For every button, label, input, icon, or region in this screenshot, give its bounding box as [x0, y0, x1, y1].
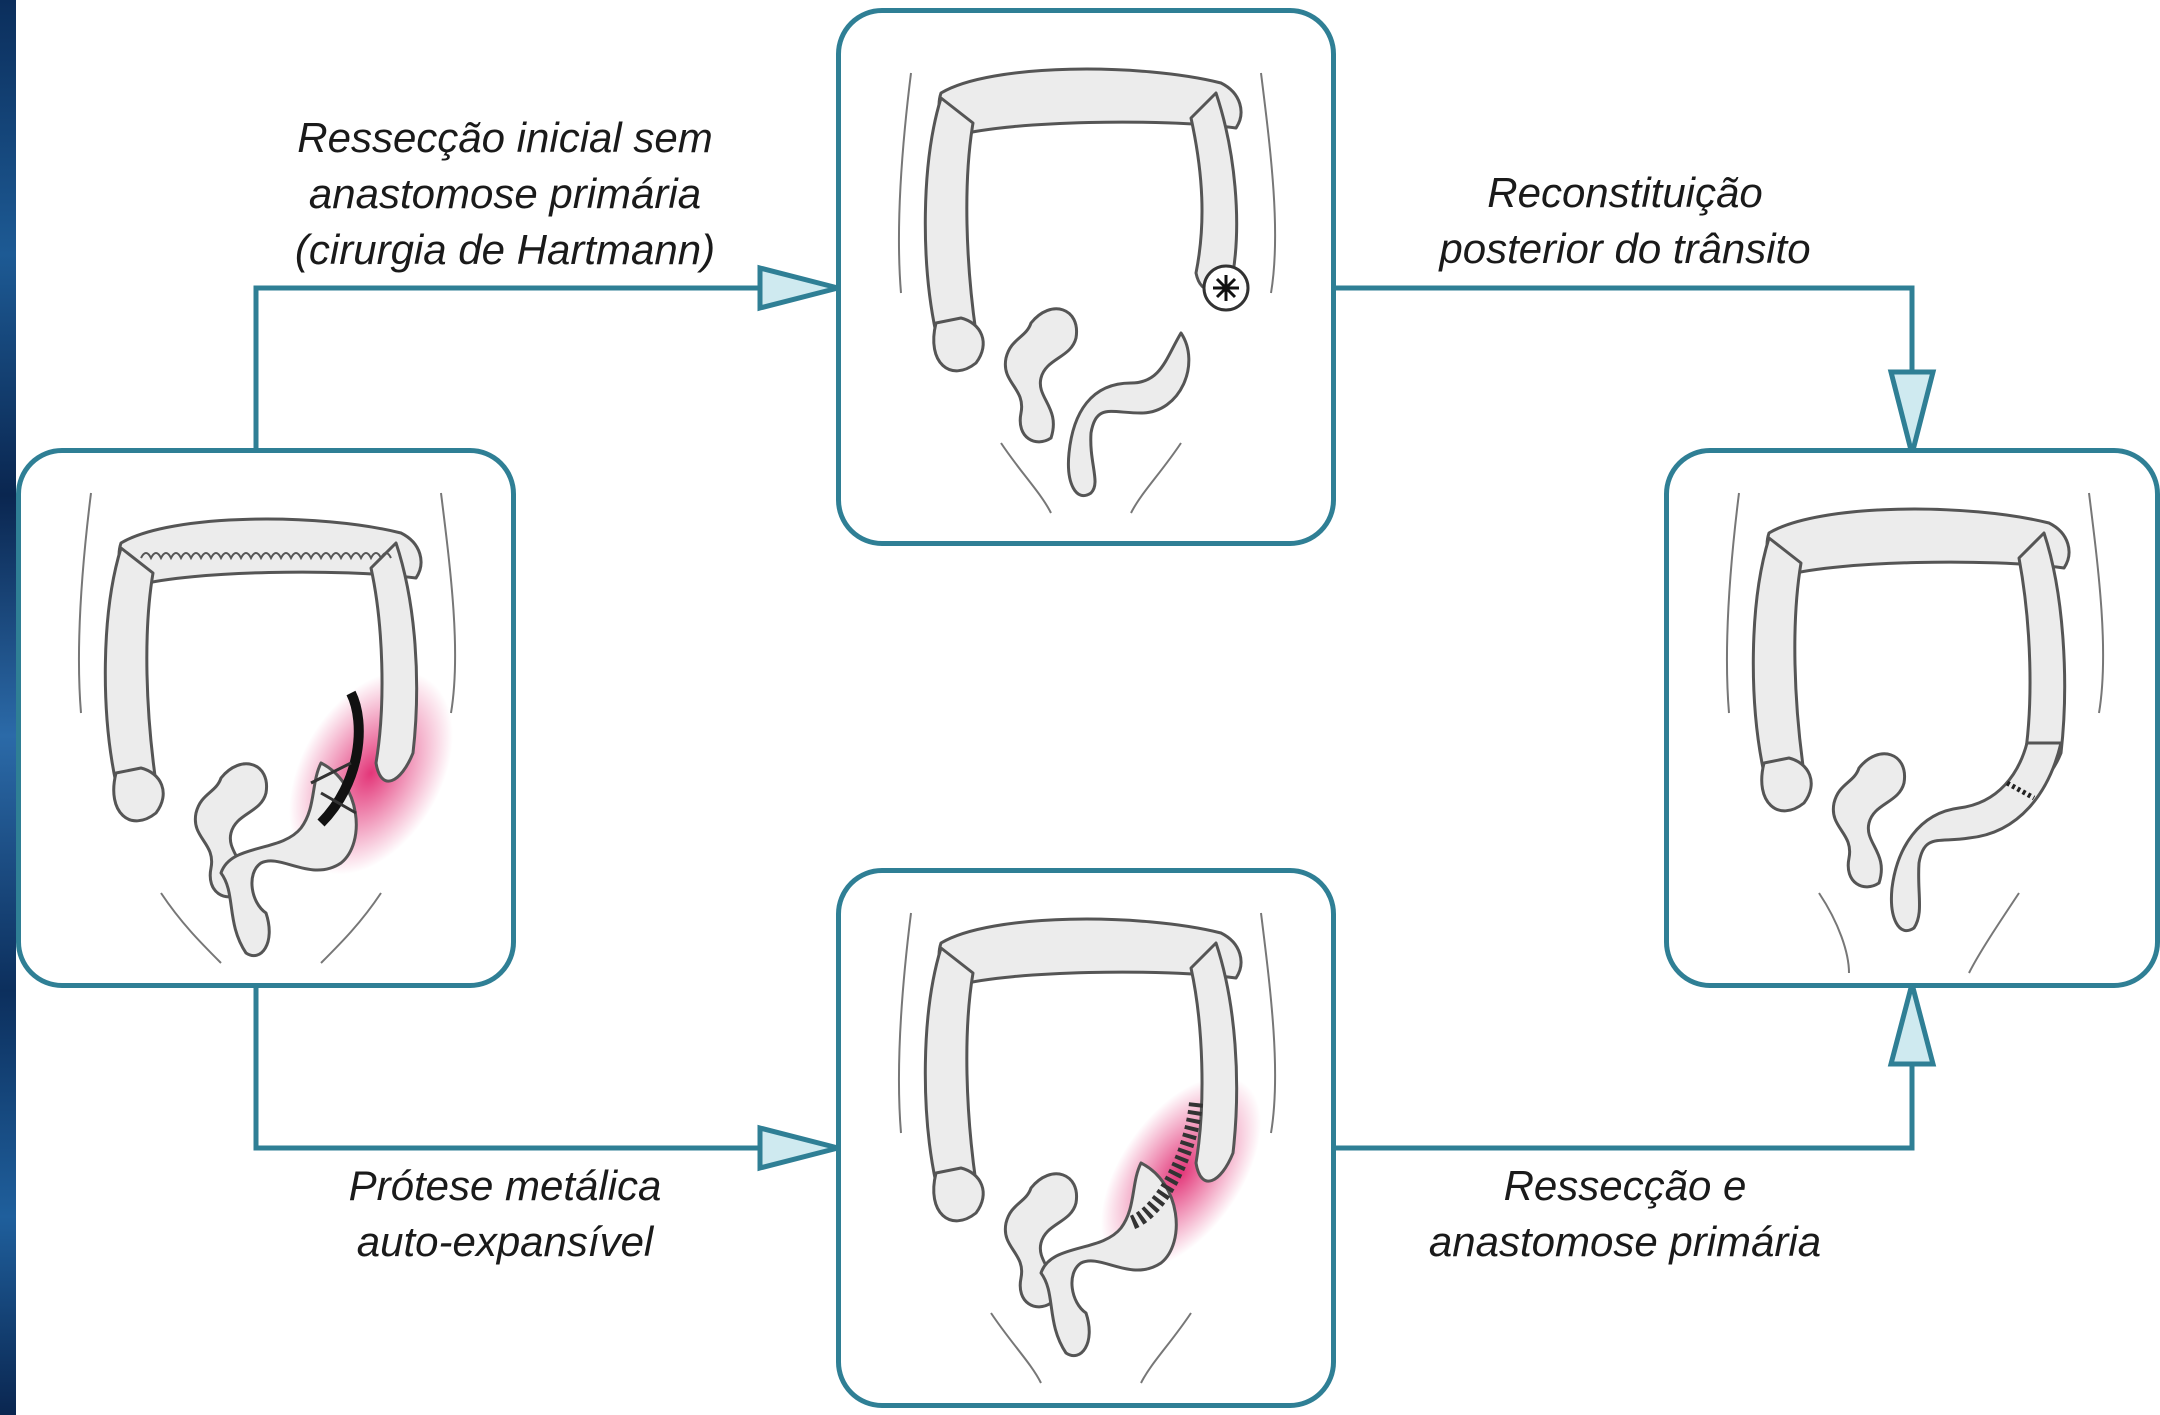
arrowhead-hartmann — [760, 268, 838, 308]
label-primary-anastomosis-line1: Ressecção e — [1390, 1158, 1860, 1214]
label-reconstitution-line1: Reconstituição — [1390, 165, 1860, 221]
colon-stent-illustration — [841, 873, 1331, 1403]
connector-primary-anastomosis — [1336, 1036, 1912, 1148]
label-hartmann-line1: Ressecção inicial sem — [270, 110, 740, 166]
label-hartmann-line3: (cirurgia de Hartmann) — [270, 222, 740, 278]
label-reconstitution-line2: posterior do trânsito — [1390, 221, 1860, 277]
panel-stent — [836, 868, 1336, 1408]
connector-hartmann — [256, 288, 820, 448]
panel-restored — [1664, 448, 2160, 988]
label-hartmann-line2: anastomose primária — [270, 166, 740, 222]
label-hartmann: Ressecção inicial sem anastomose primári… — [270, 110, 740, 278]
label-stent-line1: Prótese metálica — [270, 1158, 740, 1214]
label-primary-anastomosis-line2: anastomose primária — [1390, 1214, 1860, 1270]
panel-hartmann-result — [836, 8, 1336, 546]
connector-reconstitution — [1336, 288, 1912, 380]
panel-initial-obstruction — [16, 448, 516, 988]
label-stent: Prótese metálica auto-expansível — [270, 1158, 740, 1270]
label-stent-line2: auto-expansível — [270, 1214, 740, 1270]
arrowhead-stent — [760, 1128, 838, 1168]
colon-restored-illustration — [1669, 453, 2155, 983]
arrowhead-primary-anastomosis — [1891, 984, 1933, 1064]
arrowhead-reconstitution — [1891, 372, 1933, 454]
label-primary-anastomosis: Ressecção e anastomose primária — [1390, 1158, 1860, 1270]
colon-hartmann-illustration — [841, 13, 1331, 541]
label-reconstitution: Reconstituição posterior do trânsito — [1390, 165, 1860, 277]
colon-obstructed-illustration — [21, 453, 511, 983]
connector-stent — [256, 988, 820, 1148]
